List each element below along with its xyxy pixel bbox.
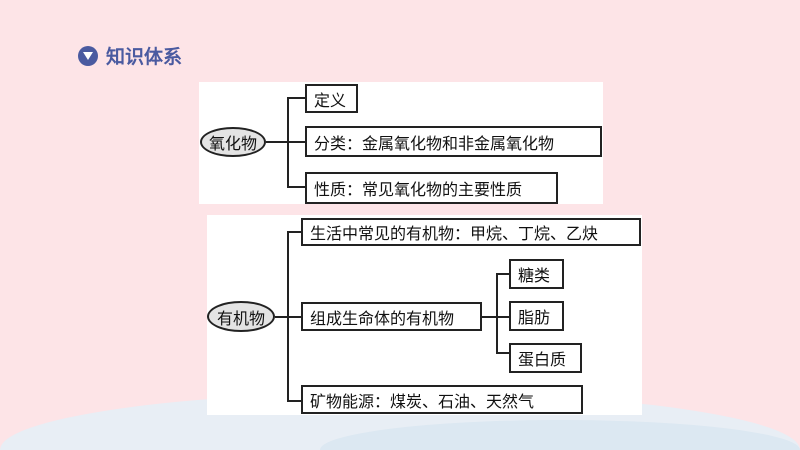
fats-node: 脂肪 — [509, 301, 564, 331]
proteins-node: 蛋白质 — [509, 343, 582, 373]
fossil-fuels-node: 矿物能源：煤炭、石油、天然气 — [301, 385, 583, 414]
life-organics-node: 组成生命体的有机物 — [301, 302, 482, 331]
connector — [482, 316, 509, 318]
connector — [266, 141, 288, 143]
oxides-definition-node: 定义 — [305, 84, 358, 113]
triangle-down-circle-icon — [78, 45, 98, 66]
connector — [287, 141, 305, 143]
connector — [287, 231, 289, 402]
connector — [287, 186, 305, 188]
oxides-root-node: 氧化物 — [200, 127, 266, 157]
connector — [287, 400, 301, 402]
section-header: 知识体系 — [78, 42, 182, 69]
connector — [496, 273, 498, 354]
connector — [496, 352, 509, 354]
oxides-classification-node: 分类：金属氧化物和非金属氧化物 — [305, 126, 602, 157]
connector — [287, 97, 305, 99]
connector — [496, 273, 509, 275]
connector — [287, 231, 301, 233]
common-organics-node: 生活中常见的有机物：甲烷、丁烷、乙炔 — [301, 218, 641, 246]
section-title: 知识体系 — [106, 46, 183, 68]
organics-root-node: 有机物 — [207, 301, 275, 332]
sugars-node: 糖类 — [509, 259, 564, 289]
oxides-properties-node: 性质：常见氧化物的主要性质 — [305, 172, 558, 204]
